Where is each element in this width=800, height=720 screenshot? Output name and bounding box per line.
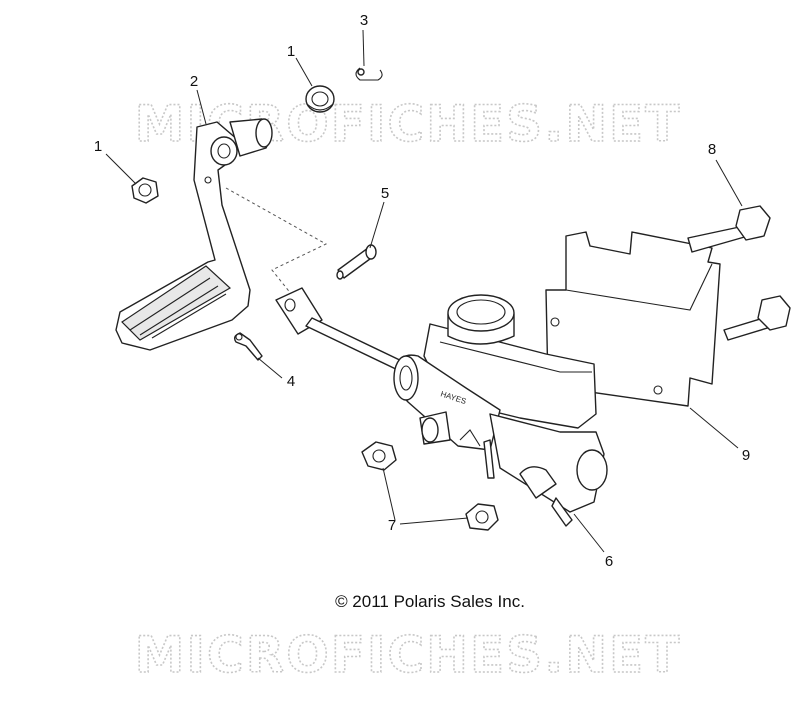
bushing-top [305, 85, 335, 113]
master-cylinder: HAYES [393, 294, 608, 527]
cotter-pin [233, 332, 263, 361]
watermark-bottom: MICROFICHES.NET [135, 626, 682, 684]
callout-7: 7 [388, 517, 396, 534]
bushing-left [131, 177, 159, 204]
clevis-push-rod [275, 287, 409, 373]
copyright-text: © 2011 Polaris Sales Inc. [335, 592, 525, 611]
leader-lines [105, 29, 743, 553]
callout-1-left: 1 [94, 138, 102, 155]
retaining-clip [355, 67, 383, 81]
callout-4: 4 [287, 373, 295, 390]
assembly-dash-line [225, 187, 328, 301]
callout-5: 5 [381, 185, 389, 202]
callout-3: 3 [360, 12, 368, 29]
callout-8: 8 [708, 141, 716, 158]
bolt-lower [723, 295, 791, 341]
brake-pedal [115, 118, 273, 351]
callout-9: 9 [742, 447, 750, 464]
callout-2: 2 [190, 73, 198, 90]
nut-lower [465, 503, 499, 531]
nut-upper [361, 441, 397, 471]
clevis-pin [336, 244, 377, 280]
callout-6: 6 [605, 553, 613, 570]
callout-1-top: 1 [287, 43, 295, 60]
bolt-upper [687, 205, 771, 253]
